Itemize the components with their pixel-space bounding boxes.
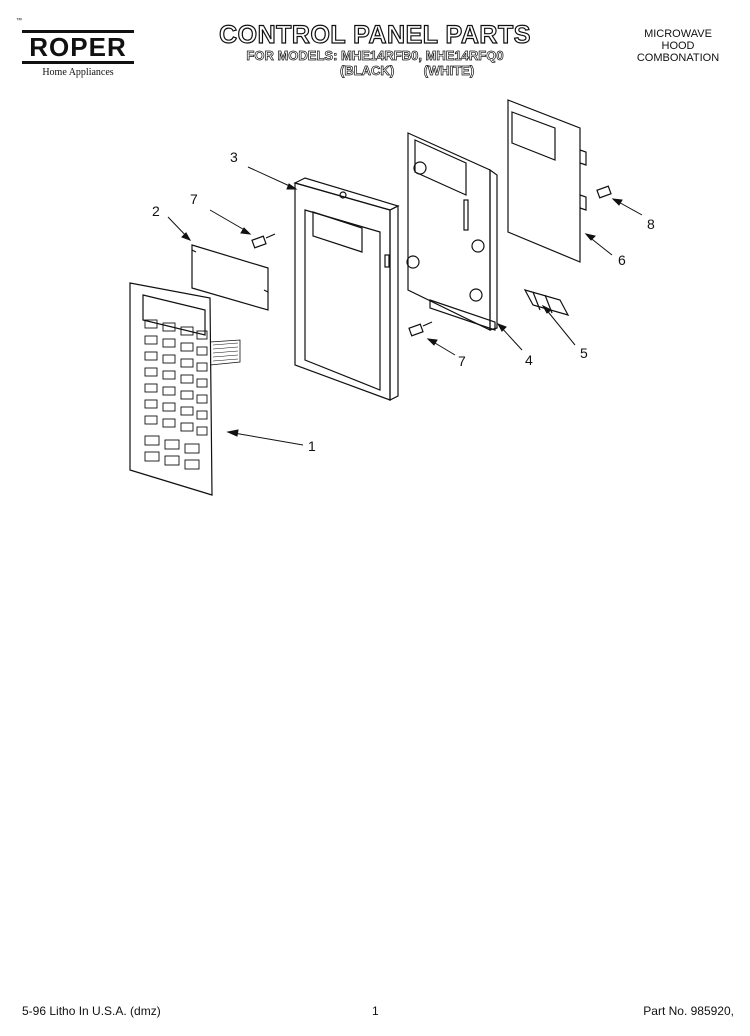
control-panel-frame — [293, 177, 400, 401]
callout-6: 6 — [618, 252, 626, 268]
brand-logo: ROPER Home Appliances — [22, 30, 134, 78]
brand-subtitle: Home Appliances — [42, 67, 114, 78]
product-line-3: COMBONATION — [636, 52, 720, 64]
circuit-board — [507, 99, 587, 263]
callout-2: 2 — [152, 203, 160, 219]
product-type: MICROWAVE HOOD COMBONATION — [618, 28, 738, 64]
print-info: 5-96 Litho In U.S.A. (dmz) — [22, 1004, 161, 1018]
variant-black: (BLACK) — [340, 63, 395, 79]
models-line: FOR MODELS: MHE14RFB0, MHE14RFQ0 — [246, 48, 504, 64]
variant-white: (WHITE) — [423, 63, 475, 79]
control-bracket — [406, 132, 498, 331]
part-number: Part No. 985920, — [643, 1004, 734, 1018]
callout-5: 5 — [580, 345, 588, 361]
trademark-mark: ™ — [16, 18, 22, 24]
exploded-parts-diagram: 1 2 3 4 5 6 7 7 8 — [129, 99, 655, 496]
door-panel-part-2 — [191, 244, 269, 311]
callout-7-right: 7 — [458, 353, 466, 369]
screw-7-right — [408, 321, 433, 337]
screw-7-left — [251, 233, 276, 249]
callout-4: 4 — [525, 352, 533, 368]
callout-7-left: 7 — [190, 191, 198, 207]
product-line-1: MICROWAVE — [644, 28, 712, 40]
screw-8 — [596, 185, 612, 199]
callout-8: 8 — [647, 216, 655, 232]
product-line-2: HOOD — [661, 40, 695, 52]
keypad-membrane — [129, 282, 241, 496]
page-title: CONTROL PANEL PARTS — [218, 21, 531, 49]
callout-1: 1 — [308, 438, 316, 454]
page-number: 1 — [372, 1004, 379, 1018]
brand-name: ROPER — [22, 30, 134, 64]
callout-3: 3 — [230, 149, 238, 165]
model-variants: (BLACK) (WHITE) — [340, 63, 500, 79]
